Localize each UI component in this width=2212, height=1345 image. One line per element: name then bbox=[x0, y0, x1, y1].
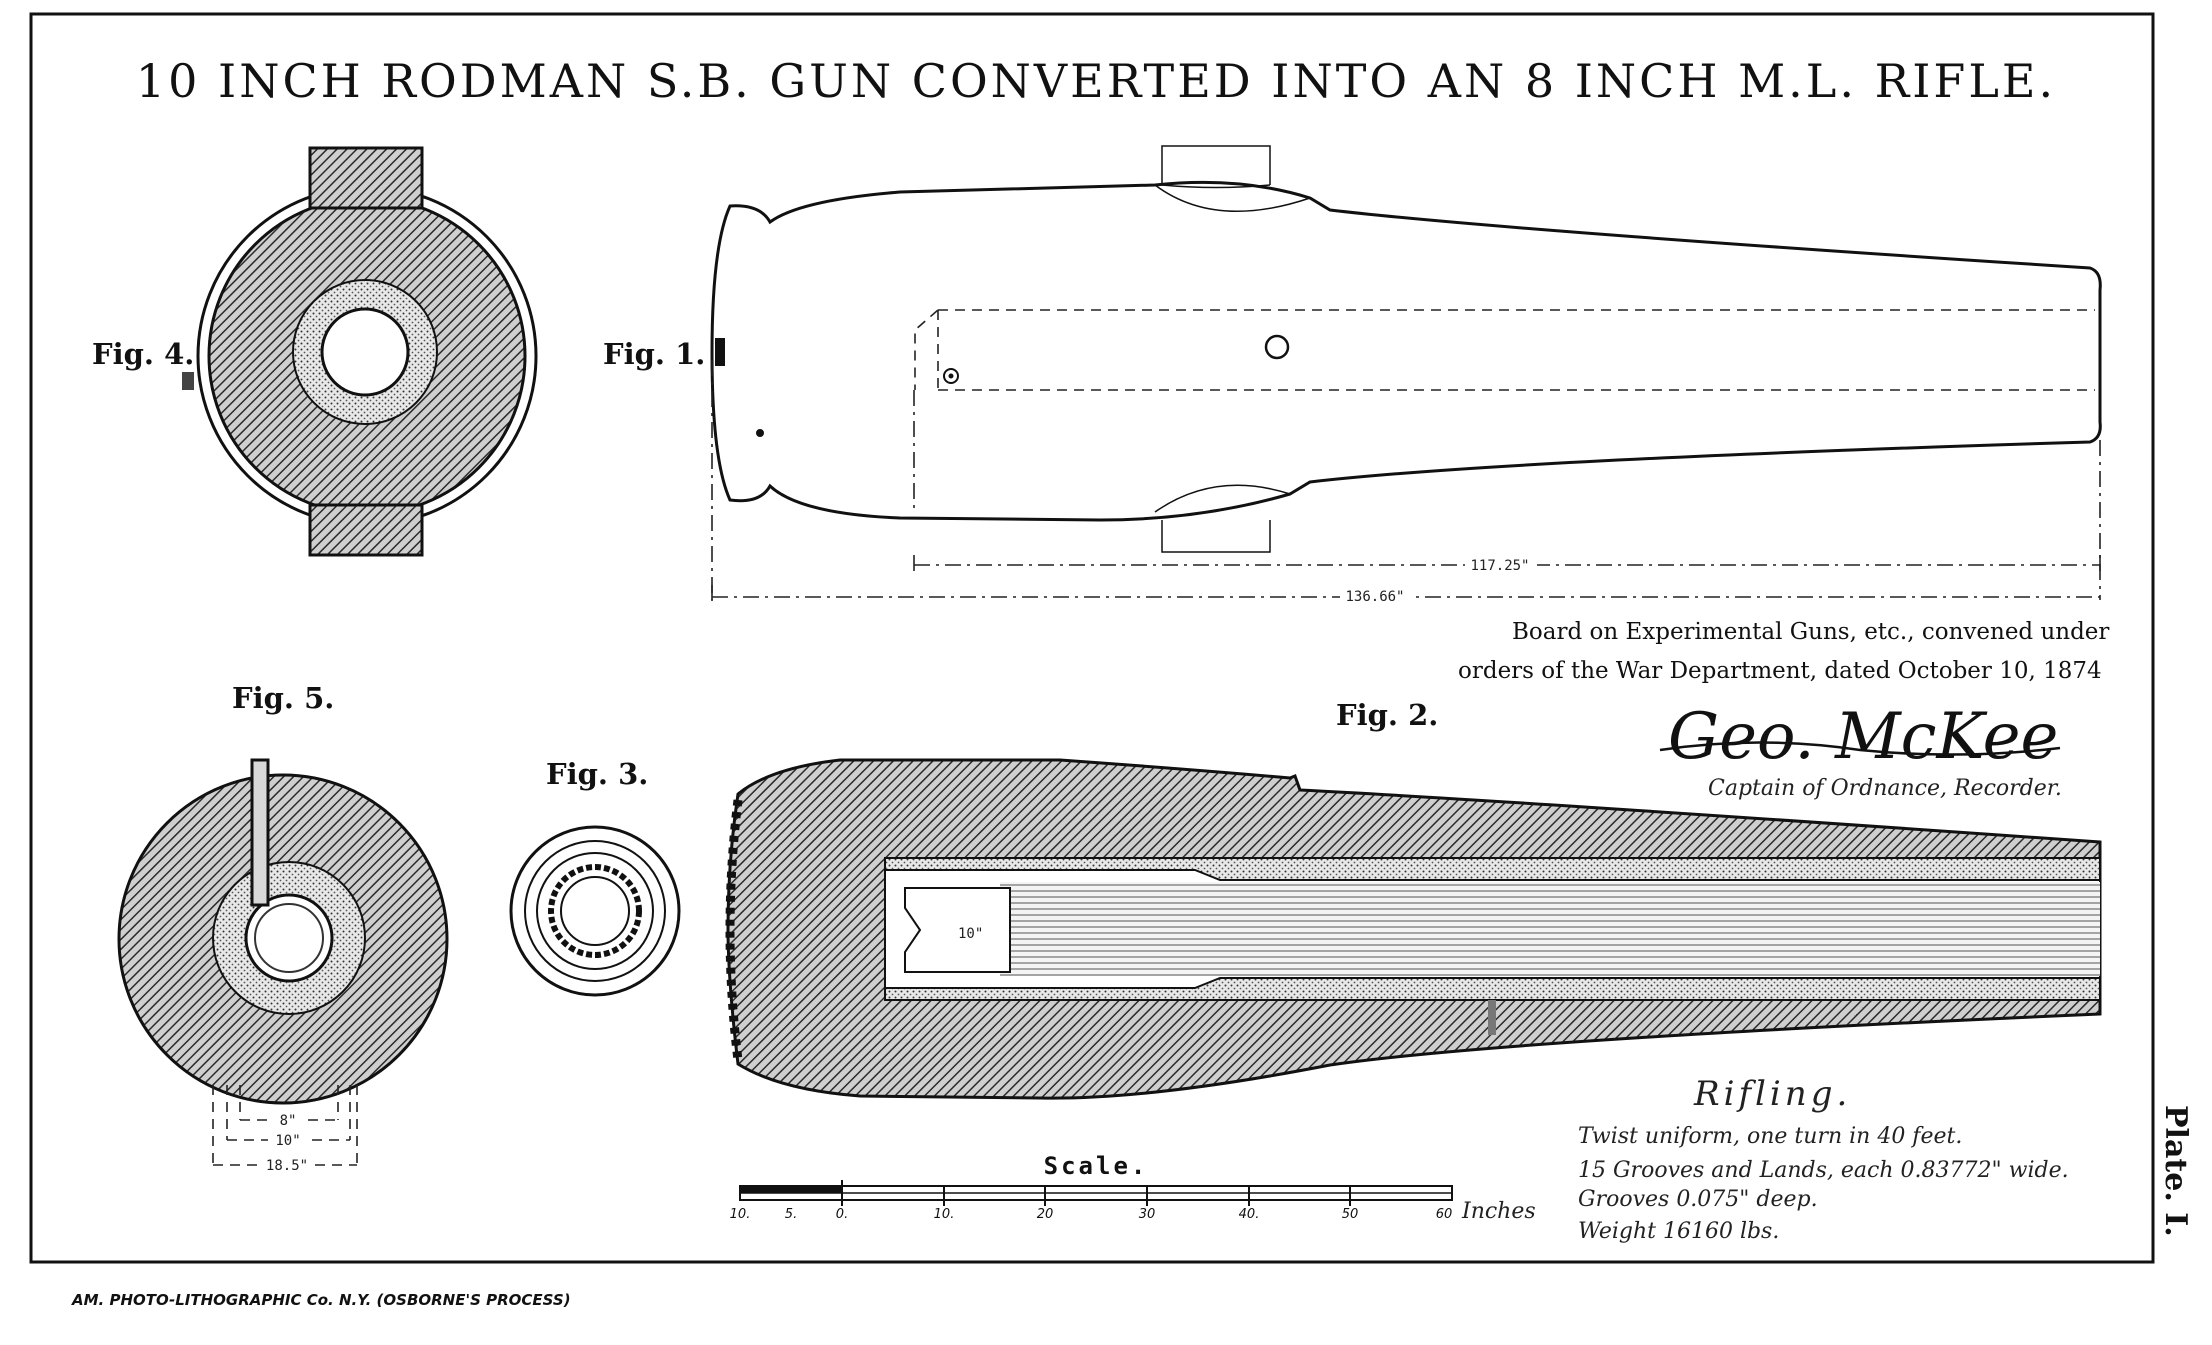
signature-flourish bbox=[1659, 741, 2061, 756]
dim-fig5-8: 8" bbox=[280, 1113, 297, 1129]
board-line-1: Board on Experimental Guns, etc., conven… bbox=[1512, 619, 2109, 645]
signature: Geo. McKee bbox=[1668, 700, 2058, 774]
scale-tick-0: 10. bbox=[730, 1207, 751, 1222]
fig4-breech-view bbox=[182, 146, 538, 557]
signature-title: Captain of Ordnance, Recorder. bbox=[1708, 776, 2062, 801]
scale-tick-5: 30 bbox=[1139, 1207, 1156, 1222]
fig4-label: Fig. 4. bbox=[92, 337, 194, 371]
plate-border bbox=[29, 12, 2155, 1264]
rifling-line-4: Weight 16160 lbs. bbox=[1578, 1219, 1779, 1244]
scale-tick-7: 50 bbox=[1342, 1207, 1359, 1222]
rifling-line-3: Grooves 0.075" deep. bbox=[1578, 1187, 1818, 1212]
board-line-2: orders of the War Department, dated Octo… bbox=[1458, 658, 2102, 684]
dim-fig5-10: 10" bbox=[275, 1133, 300, 1149]
fig1-label: Fig. 1. bbox=[603, 337, 705, 371]
scale-tick-4: 20 bbox=[1037, 1207, 1054, 1222]
scale-bar bbox=[739, 1180, 1453, 1206]
fig5-cross-section bbox=[117, 758, 449, 1173]
dim-length-inner: 117.25" bbox=[1470, 558, 1529, 574]
dim-bore-label: 10" bbox=[958, 926, 983, 942]
fig1-exterior-view bbox=[710, 145, 2102, 600]
rifling-line-2: 15 Grooves and Lands, each 0.83772" wide… bbox=[1578, 1158, 2069, 1183]
dim-fig5-18-5: 18.5" bbox=[266, 1158, 308, 1174]
rifling-heading: Rifling. bbox=[1693, 1074, 1851, 1114]
fig3-label: Fig. 3. bbox=[546, 757, 648, 791]
fig5-label: Fig. 5. bbox=[232, 681, 334, 715]
scale-unit: Inches bbox=[1461, 1199, 1536, 1224]
scale-tick-6: 40. bbox=[1239, 1207, 1260, 1222]
scale-tick-3: 10. bbox=[934, 1207, 955, 1222]
fig1-dimensions bbox=[711, 555, 2101, 605]
fig2-longitudinal-section bbox=[725, 758, 2102, 1100]
scale-tick-8: 60 bbox=[1436, 1207, 1453, 1222]
fig3-tube-end bbox=[509, 825, 681, 997]
scale-label: Scale. bbox=[1044, 1152, 1149, 1180]
rifling-line-1: Twist uniform, one turn in 40 feet. bbox=[1578, 1124, 1962, 1149]
plate-title: 10 INCH RODMAN S.B. GUN CONVERTED INTO A… bbox=[136, 54, 2056, 108]
scale-tick-1: 5. bbox=[785, 1207, 797, 1222]
lithographer-credit: AM. PHOTO-LITHOGRAPHIC Co. N.Y. (OSBORNE… bbox=[71, 1291, 571, 1309]
dim-length-total: 136.66" bbox=[1345, 589, 1404, 605]
fig2-label: Fig. 2. bbox=[1336, 698, 1438, 732]
scale-tick-2: 0. bbox=[836, 1207, 848, 1222]
plate-number: Plate. I. bbox=[2158, 1105, 2193, 1237]
